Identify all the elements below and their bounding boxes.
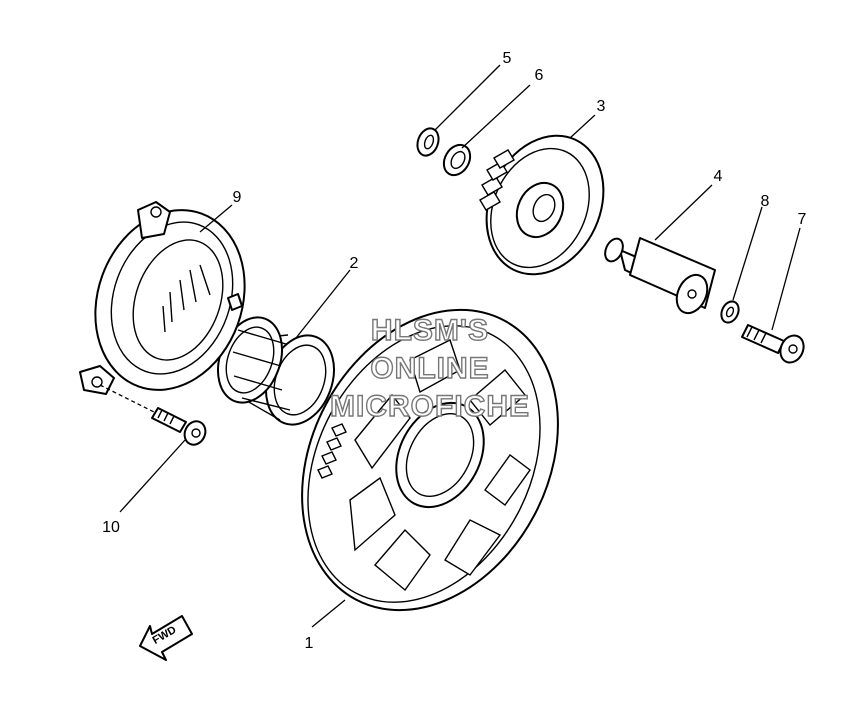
watermark-line-3: MICROFICHE — [330, 390, 530, 423]
callout-8: 8 — [761, 193, 770, 210]
watermark: HLSM'S ONLINE MICROFICHE — [329, 313, 530, 423]
watermark-line-1: HLSM'S — [371, 314, 489, 347]
part-10-bolt — [99, 384, 207, 446]
callout-numbers: 1 2 3 4 5 6 7 8 9 10 — [102, 50, 806, 652]
part-5-circlip — [416, 127, 440, 157]
callout-10: 10 — [102, 519, 120, 536]
callout-4: 4 — [714, 168, 723, 185]
callout-6: 6 — [535, 67, 544, 84]
part-3-idle-gear — [479, 134, 605, 276]
part-2-needle-bearing — [217, 316, 335, 426]
part-4-shaft — [604, 237, 716, 315]
callout-1: 1 — [305, 635, 314, 652]
part-6-washer — [442, 143, 472, 177]
part-1-starter-wheel-gear — [301, 308, 559, 612]
callout-7: 7 — [798, 211, 807, 228]
callout-5: 5 — [503, 50, 512, 67]
fwd-arrow: FWD — [139, 615, 193, 661]
part-7-bolt — [741, 324, 805, 364]
part-9-clutch-housing — [79, 201, 246, 395]
callout-2: 2 — [350, 255, 359, 272]
watermark-line-2: ONLINE — [370, 352, 489, 385]
callout-3: 3 — [597, 98, 606, 115]
leader-lines — [119, 64, 801, 628]
part-8-washer — [720, 300, 740, 324]
callout-9: 9 — [233, 189, 242, 206]
